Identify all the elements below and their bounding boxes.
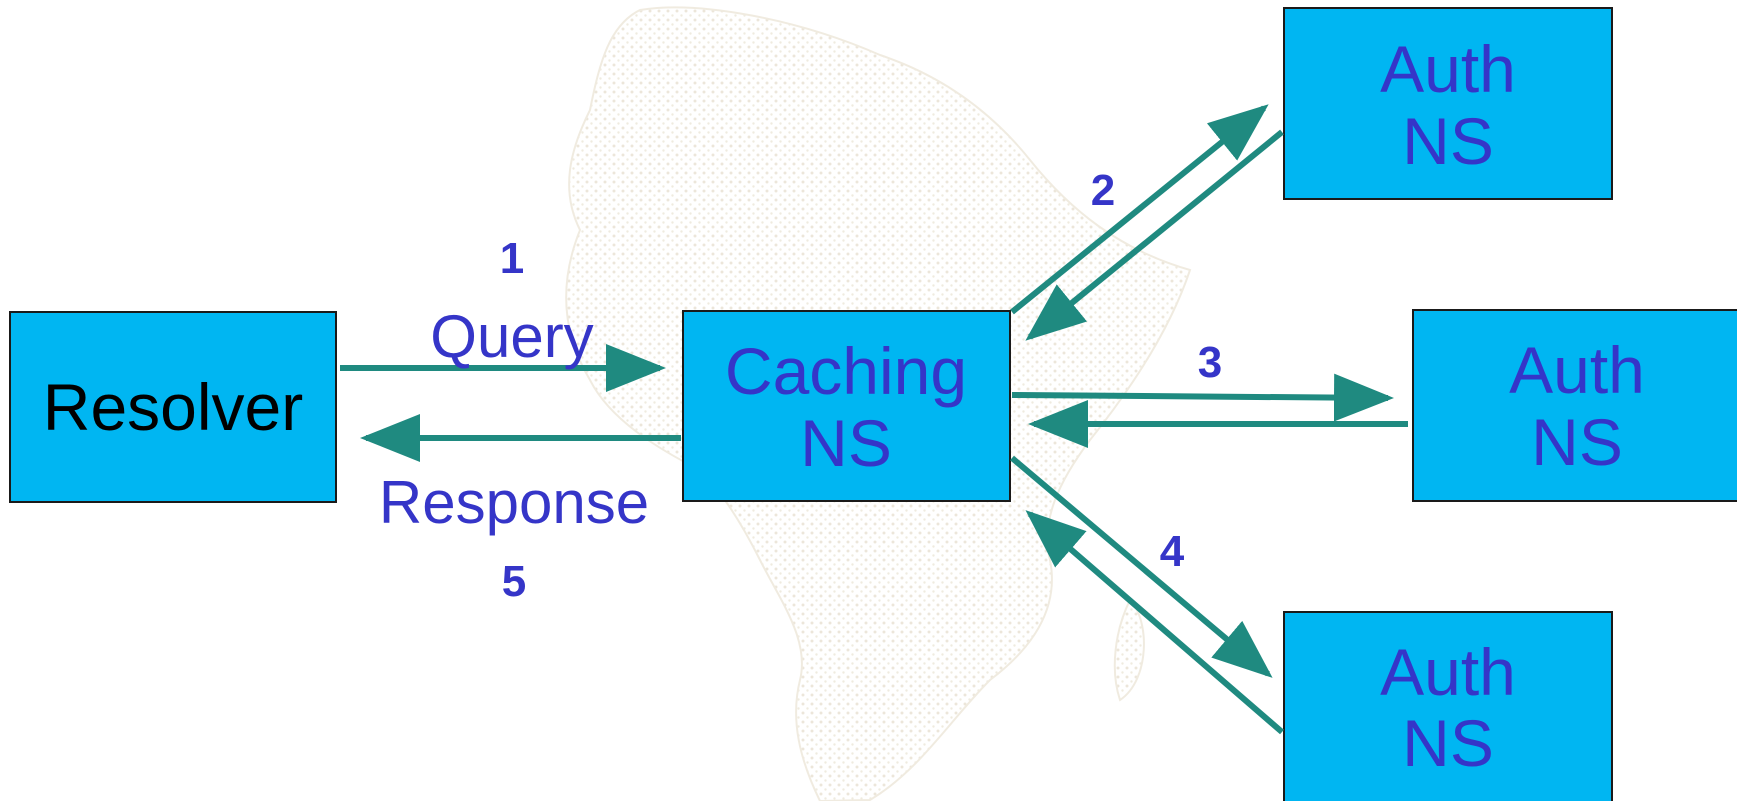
resolver-node: Resolver — [9, 311, 337, 503]
auth-ns-middle-label-line1: Auth — [1509, 333, 1645, 407]
auth-ns-bottom-label-line2: NS — [1402, 706, 1494, 780]
step-4-number: 4 — [1160, 527, 1185, 576]
auth-ns-top-label-line1: Auth — [1380, 32, 1516, 106]
auth-ns-bottom-label-line1: Auth — [1380, 635, 1516, 709]
step-1-number: 1 — [500, 234, 524, 283]
auth-ns-middle-label-line2: NS — [1531, 405, 1623, 479]
auth-ns-bottom-node: Auth NS — [1283, 611, 1613, 801]
auth-bottom-request-arrow — [1010, 455, 1273, 678]
query-label: Query — [430, 303, 593, 370]
step-3-number: 3 — [1198, 338, 1222, 387]
caching-ns-node: Caching NS — [682, 310, 1011, 502]
step-5-number: 5 — [502, 557, 526, 606]
auth-middle-request-arrow — [1011, 373, 1394, 422]
resolver-label: Resolver — [43, 370, 303, 444]
auth-top-reply-arrow — [1025, 129, 1284, 341]
caching-ns-label-line1: Caching — [725, 334, 967, 408]
response-label: Response — [379, 469, 649, 536]
caching-ns-label-line2: NS — [800, 406, 892, 480]
step-2-number: 2 — [1091, 166, 1115, 215]
auth-bottom-reply-arrow — [1025, 510, 1284, 735]
auth-ns-top-label-line2: NS — [1402, 104, 1494, 178]
auth-top-request-arrow — [1010, 104, 1269, 315]
auth-ns-top-node: Auth NS — [1283, 7, 1613, 200]
auth-ns-middle-node: Auth NS — [1412, 309, 1737, 502]
